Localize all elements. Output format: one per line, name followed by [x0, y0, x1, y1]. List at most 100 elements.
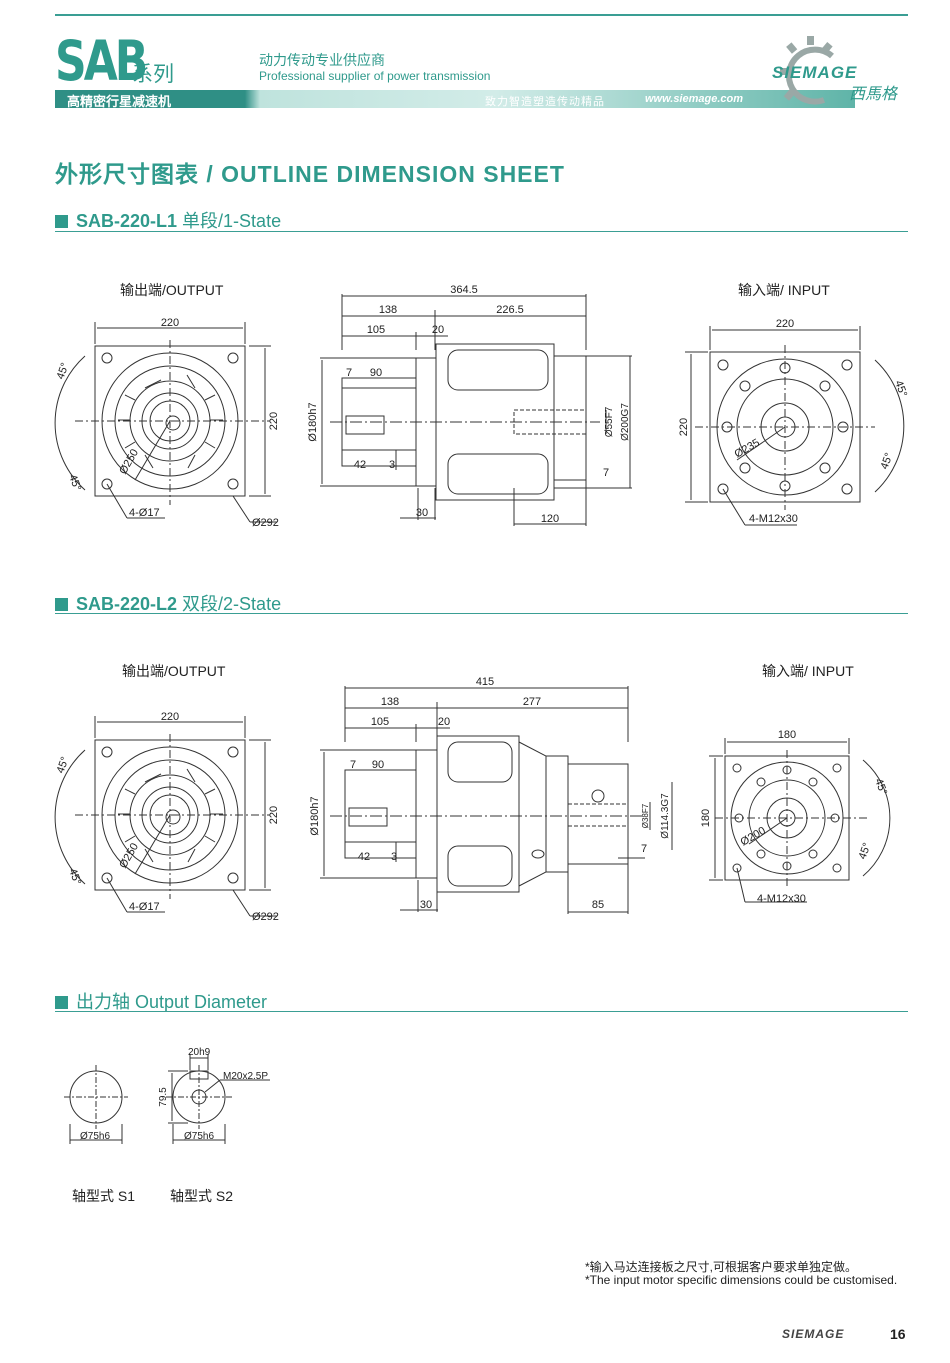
- square-bullet-icon: [55, 996, 68, 1009]
- l2-out-angle-bottom: 45°: [66, 867, 83, 887]
- l1-in-holes: 4-M12x30: [749, 513, 798, 525]
- page-number: 16: [890, 1326, 906, 1342]
- l2-in-width: 180: [778, 729, 796, 741]
- l2-side-f: 90: [372, 759, 384, 771]
- square-bullet-icon: [55, 598, 68, 611]
- l2-input-label: 输入端/ INPUT: [762, 663, 854, 679]
- l1-in-angle-bottom: 45°: [879, 451, 896, 471]
- l1-out-height: 220: [268, 412, 280, 430]
- section-shaft-title: 出力轴 Output Diameter: [76, 992, 268, 1012]
- gear-logo-icon: [780, 36, 834, 105]
- shaft-s2-label: 轴型式 S2: [170, 1188, 234, 1204]
- l1-out-angle-bottom: 45°: [66, 473, 83, 493]
- l1-side-bore1: Ø55F7: [604, 406, 615, 437]
- l2-side-c: 105: [371, 716, 389, 728]
- slogan-en: Professional supplier of power transmiss…: [259, 69, 491, 83]
- s1-diameter: Ø75h6: [80, 1131, 110, 1142]
- section-l1-stage: 单段/1-State: [182, 211, 282, 231]
- l1-side-c: 105: [367, 324, 385, 336]
- l2-in-pcd: Ø200: [739, 825, 768, 849]
- l1-side-d: 20: [432, 324, 444, 336]
- l2-side-b: 277: [523, 696, 541, 708]
- l1-side-j: 120: [541, 513, 559, 525]
- website-link[interactable]: www.siemage.com: [645, 93, 744, 105]
- l1-in-width: 220: [776, 318, 794, 330]
- shaft-diagrams: Ø75h6 Ø75h6 20h9 M20x2.5P 79.5: [64, 1047, 270, 1144]
- l1-side-total: 364.5: [450, 284, 478, 296]
- section-l1-model: SAB-220-L1: [76, 211, 178, 231]
- l1-side-h: 3: [389, 459, 395, 471]
- l1-output-view: 220 220 45° 45° Ø250 4-Ø17 Ø292: [55, 317, 280, 529]
- l1-out-width: 220: [161, 317, 179, 329]
- s2-key-width: 20h9: [188, 1047, 211, 1058]
- s2-thread: M20x2.5P: [223, 1071, 268, 1082]
- l2-output-label: 输出端/OUTPUT: [122, 663, 226, 679]
- l1-side-a: 138: [379, 304, 397, 316]
- l2-out-holes: 4-Ø17: [129, 901, 160, 913]
- l1-in-angle-top: 45°: [892, 379, 909, 399]
- header-top-rule: [55, 14, 908, 16]
- l2-in-holes: 4-M12x30: [757, 893, 806, 905]
- l2-out-pcd: Ø250: [117, 841, 141, 870]
- note-en: *The input motor specific dimensions cou…: [585, 1273, 898, 1287]
- l1-in-height: 220: [678, 418, 690, 436]
- l2-in-height: 180: [700, 809, 712, 827]
- l2-side-shaft: Ø180h7: [309, 796, 321, 835]
- s2-height: 79.5: [158, 1087, 169, 1107]
- l2-in-angle-bottom: 45°: [857, 841, 874, 861]
- section-l2-model: SAB-220-L2: [76, 594, 178, 614]
- footer-logo: SIEMAGE: [782, 1327, 845, 1341]
- l1-out-angle-top: 45°: [55, 361, 72, 381]
- company-motto: 致力智造塑造传动精品: [485, 96, 605, 108]
- l2-side-bore1: Ø38F7: [641, 803, 650, 828]
- s2-diameter: Ø75h6: [184, 1131, 214, 1142]
- square-bullet-icon: [55, 215, 68, 228]
- l1-side-f: 90: [370, 367, 382, 379]
- l2-side-g: 42: [358, 851, 370, 863]
- l2-out-width: 220: [161, 711, 179, 723]
- section-l1-rule: [55, 231, 908, 232]
- l2-input-view: 180 180 45° 45° Ø200 4-M12x30: [700, 729, 891, 905]
- l1-side-e: 7: [346, 367, 352, 379]
- l2-out-diag: Ø292: [252, 911, 279, 923]
- l2-side-bore2: Ø114.3G7: [660, 793, 671, 839]
- section-l2-stage: 双段/2-State: [182, 594, 282, 614]
- l1-side-view: 364.5 138 226.5 105 20 7 90 Ø180h7 42 3 …: [307, 284, 632, 526]
- logo-text: SIEMAGE: [772, 63, 858, 82]
- section-shaft-rule: [55, 1011, 908, 1012]
- l1-side-g: 42: [354, 459, 366, 471]
- l2-side-d: 20: [438, 716, 450, 728]
- l1-out-pcd: Ø250: [117, 447, 141, 476]
- logo-cn: 西馬格: [849, 84, 898, 103]
- l2-output-view: 220 220 45° 45° Ø250 4-Ø17 Ø292: [55, 711, 280, 923]
- l2-out-height: 220: [268, 806, 280, 824]
- l2-side-a: 138: [381, 696, 399, 708]
- slogan-cn: 动力传动专业供应商: [259, 52, 385, 68]
- l1-side-b: 226.5: [496, 304, 524, 316]
- l1-side-k: 7: [603, 467, 609, 479]
- l1-side-i: 30: [416, 507, 428, 519]
- section-l2-heading: SAB-220-L2 双段/2-State: [55, 590, 281, 616]
- l1-side-shaft: Ø180h7: [307, 402, 319, 441]
- l2-side-h: 3: [391, 851, 397, 863]
- l2-out-angle-top: 45°: [55, 755, 72, 775]
- note-cn: *输入马达连接板之尺寸,可根据客户要求单独定做。: [585, 1260, 858, 1274]
- header-band: [55, 90, 855, 108]
- section-shaft-heading: 出力轴 Output Diameter: [55, 988, 267, 1014]
- l2-side-total: 415: [476, 676, 494, 688]
- section-l2-rule: [55, 613, 908, 614]
- brand-series: 系列: [132, 63, 174, 86]
- shaft-s1-label: 轴型式 S1: [72, 1188, 136, 1204]
- l1-out-holes: 4-Ø17: [129, 507, 160, 519]
- l1-input-view: 220 220 45° 45° Ø235 4-M12x30: [678, 318, 909, 526]
- l1-out-diag: Ø292: [252, 517, 279, 529]
- l1-side-bore2: Ø200G7: [620, 403, 631, 441]
- l1-input-label: 输入端/ INPUT: [738, 282, 830, 298]
- product-name: 高精密行星减速机: [67, 94, 172, 109]
- section-l1-heading: SAB-220-L1 单段/1-State: [55, 207, 281, 233]
- l2-side-view: 415 138 277 105 20 7 90 Ø180h7 42 3 30 8…: [309, 676, 673, 914]
- brand-name: SAB: [55, 30, 148, 94]
- sheet-title: 外形尺寸图表 / OUTLINE DIMENSION SHEET: [55, 161, 565, 187]
- l2-side-i: 30: [420, 899, 432, 911]
- l1-output-label: 输出端/OUTPUT: [120, 282, 224, 298]
